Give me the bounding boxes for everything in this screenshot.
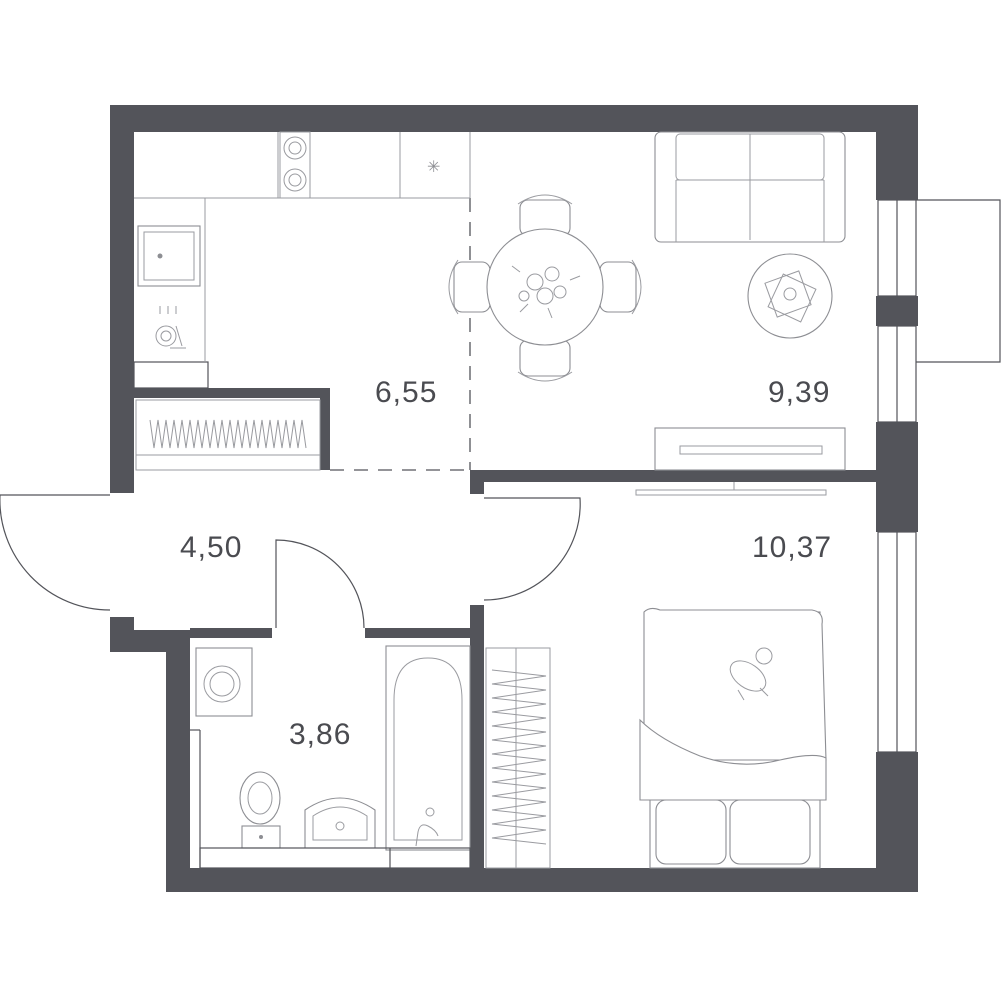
room-area-living: 9,39 xyxy=(768,376,830,409)
room-area-bathroom: 3,86 xyxy=(289,718,351,751)
bedroom-wardrobe xyxy=(485,647,551,869)
room-area-kitchen: 6,55 xyxy=(375,376,437,409)
toilet-icon xyxy=(239,771,281,849)
outer-walls xyxy=(110,105,918,892)
tv-stand xyxy=(654,427,846,471)
kitchen-counter xyxy=(134,132,471,362)
room-area-hall: 4,50 xyxy=(180,531,242,564)
fridge-icon: ✳ xyxy=(427,157,440,176)
flowers-icon xyxy=(511,265,581,319)
coffee-table xyxy=(747,253,833,339)
bathtub xyxy=(385,645,471,851)
bedroom-tv xyxy=(635,482,827,496)
dining-table xyxy=(448,194,642,382)
dog-icon xyxy=(729,647,773,701)
bathroom-counter xyxy=(190,729,471,869)
svg-text:✳: ✳ xyxy=(427,157,440,176)
kitchen-wardrobe xyxy=(135,399,321,471)
sink-icon xyxy=(137,225,201,287)
windows xyxy=(877,199,1001,753)
bed xyxy=(639,607,827,869)
washbasin-icon xyxy=(304,797,376,849)
interior-walls xyxy=(133,361,876,868)
room-area-bedroom: 10,37 xyxy=(752,531,832,564)
doors xyxy=(0,494,581,629)
washing-machine-icon xyxy=(195,647,253,717)
stove-icon xyxy=(279,131,311,199)
dishwasher-icon xyxy=(155,306,186,349)
sofa xyxy=(654,131,846,243)
